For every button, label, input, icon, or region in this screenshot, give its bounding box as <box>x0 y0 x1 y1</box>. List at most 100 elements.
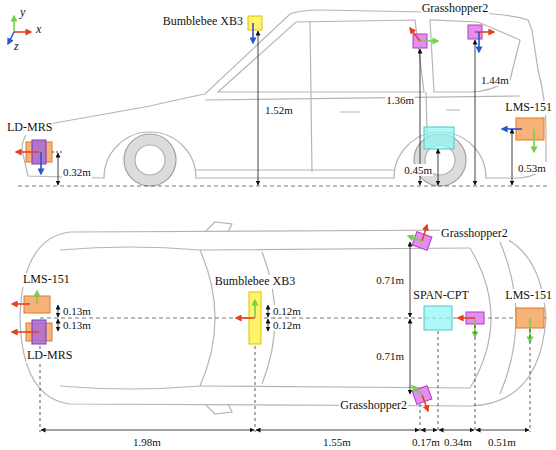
ground-line <box>18 186 550 187</box>
sill-line <box>196 169 394 170</box>
y-axis-arrow <box>412 386 422 395</box>
car-body <box>20 230 546 406</box>
car-top-view <box>20 222 546 414</box>
dimension-line <box>476 430 529 431</box>
dimension-line <box>41 430 254 431</box>
x-axis-arrow <box>422 395 428 411</box>
z-axis-arrow <box>40 152 42 174</box>
dimension-line <box>439 430 474 431</box>
dimension-label: 0.34m <box>443 436 473 449</box>
car-body <box>22 10 546 178</box>
door-handle <box>340 110 460 112</box>
x-axis-arrow <box>410 28 420 41</box>
dimension-label: 0.53m <box>517 162 547 175</box>
dimension-line <box>410 319 411 394</box>
dimension-label: 0.12m <box>272 319 302 332</box>
sensor-name: SPAN-CPT <box>412 289 470 303</box>
dimension-line <box>258 31 259 185</box>
dimension-line <box>256 430 419 431</box>
dimension-label: 1.52m <box>264 104 294 117</box>
belt-line <box>205 96 520 100</box>
dimension-line <box>268 305 269 317</box>
dimension-label: 0.13m <box>62 319 92 332</box>
x-axis-arrow <box>16 151 39 153</box>
x-axis-arrow <box>422 225 427 241</box>
sensor-name: Bumblebee XB3 <box>214 275 296 289</box>
gps-ins-box <box>424 306 452 330</box>
z-axis-arrow <box>478 32 480 52</box>
extension-line <box>420 404 421 432</box>
z-axis-arrow <box>252 23 254 43</box>
extension-line <box>52 152 62 153</box>
sensor-name: Grasshopper2 <box>339 399 408 413</box>
door-seam <box>310 22 312 172</box>
dimension-line <box>58 319 59 331</box>
front-wheel <box>124 134 176 186</box>
x-axis-arrow <box>475 31 494 33</box>
dimension-label: 0.71m <box>375 274 405 287</box>
axis-label: x <box>35 23 42 37</box>
extension-line <box>438 331 439 432</box>
hood-line <box>60 247 200 250</box>
dimension-label: 1.36m <box>385 94 415 107</box>
x-axis-arrow <box>12 303 30 305</box>
dimension-lines <box>52 31 512 185</box>
dimension-lines <box>40 242 530 432</box>
sensor-name: Bumblebee XB3 <box>162 15 244 29</box>
dimension-line <box>58 153 59 185</box>
x-axis-arrow <box>12 331 39 333</box>
y-axis-arrow <box>408 236 422 241</box>
y-axis-arrow <box>36 291 38 304</box>
y-axis-arrow <box>533 129 535 152</box>
dimension-line <box>410 242 411 317</box>
side-sensors <box>16 16 544 174</box>
side-mirror <box>205 404 232 414</box>
dimension-label: 0.51m <box>487 436 517 449</box>
side-mirror <box>205 222 232 232</box>
dimension-label: 0.13m <box>62 305 92 318</box>
x-axis-arrow <box>14 31 31 33</box>
dimension-label: 0.17m <box>411 436 441 449</box>
x-axis-arrow <box>236 317 255 319</box>
dimension-line <box>475 40 476 185</box>
dimension-label: 0.32m <box>62 166 92 179</box>
side-window <box>218 20 424 92</box>
dimension-label: 0.12m <box>272 305 302 318</box>
axis-label: z <box>13 40 20 54</box>
x-axis-arrow <box>458 317 475 319</box>
dimension-label: 1.55m <box>322 436 352 449</box>
extension-line <box>530 329 531 432</box>
extension-line <box>40 325 530 432</box>
hood-line <box>60 386 200 389</box>
dimension-line <box>421 430 437 431</box>
gps-ins-box <box>424 127 454 149</box>
y-axis-arrow <box>13 16 15 32</box>
dimension-line <box>268 319 269 331</box>
sensor-name: LMS-151 <box>504 289 553 303</box>
dimension-line <box>438 149 439 185</box>
dimension-line <box>512 129 513 185</box>
dimension-label: 1.98m <box>132 436 162 449</box>
stereo-camera-box <box>248 16 262 30</box>
sensor-name: Grasshopper2 <box>440 227 509 241</box>
front-rim <box>135 145 165 175</box>
dimension-label: 0.45m <box>403 164 433 177</box>
sensor-name: LMS-151 <box>504 101 553 115</box>
y-axis-arrow <box>254 300 256 318</box>
camera-box <box>412 386 432 405</box>
sensor-name: LMS-151 <box>22 273 71 287</box>
extension-line <box>255 346 256 432</box>
top-sensors <box>12 225 544 411</box>
sensor-name: LD-MRS <box>26 349 73 363</box>
sensor-name: LD-MRS <box>6 121 53 135</box>
dimension-label: 1.44m <box>480 74 510 87</box>
dimension-line <box>58 305 59 317</box>
sensor-name: Grasshopper2 <box>421 2 490 16</box>
dimension-label: 0.71m <box>375 350 405 363</box>
y-axis-arrow <box>420 40 438 42</box>
extension-line <box>475 325 476 432</box>
axis-label: y <box>19 6 26 20</box>
